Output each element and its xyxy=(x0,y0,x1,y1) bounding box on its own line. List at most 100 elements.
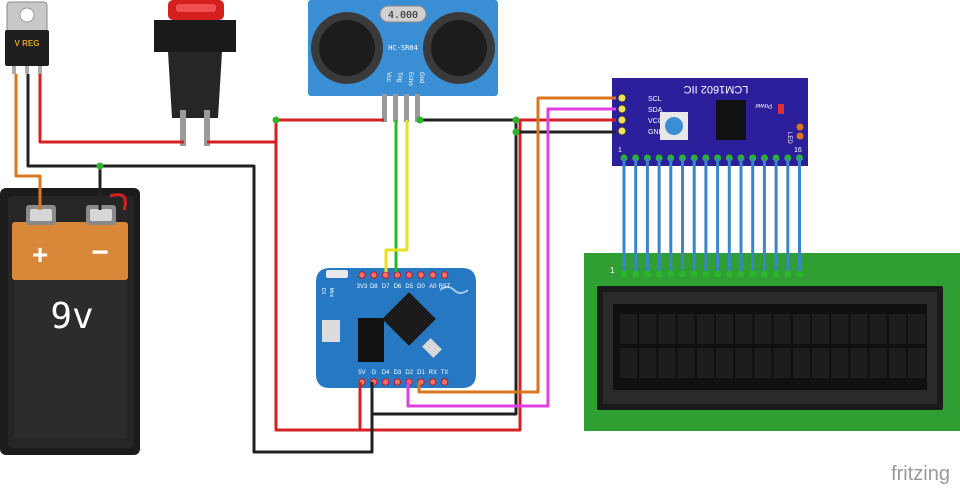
board-bottom-pin-label: D3 xyxy=(394,370,402,376)
board-bottom-pin xyxy=(381,378,390,386)
board-bottom-pin xyxy=(393,378,402,386)
lcd-header-pin xyxy=(690,270,698,278)
lcd-header-pin xyxy=(620,270,628,278)
wire-battery-to-regulator-in xyxy=(14,74,42,210)
wire-power-to-i2c-vcc xyxy=(274,118,616,432)
i2c-header-sda xyxy=(617,104,627,114)
i2c-pin-scl: SCL xyxy=(648,96,662,103)
lcd-header-pin xyxy=(725,270,733,278)
i2c-power-led xyxy=(778,104,784,114)
regulator-label: V REG xyxy=(15,39,40,48)
board-bottom-pin-label: D2 xyxy=(405,370,413,376)
button-base xyxy=(154,20,236,52)
board-bottom-pin-label: D4 xyxy=(382,370,390,376)
lcd-header-pin xyxy=(679,270,686,278)
lcd-char-cell xyxy=(773,314,791,344)
sensor-model-label: HC-SR04 xyxy=(388,44,418,52)
lcd-char-cell xyxy=(888,348,906,378)
i2c-pin-vcc: VCC xyxy=(648,118,663,125)
lcd-char-cell xyxy=(620,348,637,378)
lcd-char-cell xyxy=(754,348,772,378)
lcd-char-cell xyxy=(831,314,849,344)
board-top-pin-label: D5 xyxy=(405,284,413,290)
i2c-title: LCM1602 IIC xyxy=(684,83,749,95)
i2c-backpack: LCM1602 IIC SCL SDA VCC GND Power LED 1 … xyxy=(612,78,808,166)
lcd-char-cell xyxy=(677,314,695,344)
i2c-pin-sda: SDA xyxy=(648,107,663,114)
wire-sensor-echo xyxy=(384,120,409,272)
i2c-header-vcc xyxy=(617,115,627,125)
voltage-regulator: V REG xyxy=(5,1,49,74)
board-top-pin xyxy=(405,271,413,279)
wire-scl xyxy=(417,96,616,394)
lcd-char-cell xyxy=(658,314,676,344)
lcd-header-pin xyxy=(632,270,640,278)
board-top-pin-label: D6 xyxy=(394,284,402,290)
lcd-char-cell xyxy=(754,314,772,344)
wire-ground-to-board xyxy=(28,164,374,454)
lcd-header-pin xyxy=(760,270,768,278)
lcd-header-pin xyxy=(714,270,722,278)
board-chip-main xyxy=(382,292,436,346)
lcd-char-cell xyxy=(908,314,925,344)
sensor-pin-vcc: Vcc xyxy=(385,72,391,82)
lcd-header-pin xyxy=(702,270,710,278)
lcd-header-pin xyxy=(796,270,803,278)
wire-regulator-to-button xyxy=(38,74,184,144)
lcd-char-cell xyxy=(792,314,810,344)
lcd-char-cell xyxy=(677,348,695,378)
lcd-header-pin xyxy=(784,270,792,278)
board-bottom-pin-label: G xyxy=(371,370,376,376)
lcd-header-pin xyxy=(749,270,757,278)
wire-ground-to-sensor xyxy=(417,118,518,132)
wire-ground-to-i2c xyxy=(372,130,616,416)
board-usb-port xyxy=(322,320,340,342)
board-side-text-2: Mini xyxy=(328,288,334,297)
lcd-char-cell xyxy=(735,314,753,344)
lcd-char-cell xyxy=(812,314,829,344)
battery-9v: + − 9v xyxy=(0,188,140,455)
i2c-header-gnd xyxy=(617,126,627,136)
lcd-char-cell xyxy=(620,314,637,344)
sensor-pin-trig: Trig xyxy=(396,72,402,82)
push-button xyxy=(154,0,236,146)
i2c-board xyxy=(612,78,808,166)
lcd-header-pin xyxy=(667,270,675,278)
board-top-pin xyxy=(370,271,378,279)
sensor-pin-gnd: Gnd xyxy=(418,72,424,83)
lcd-char-cell xyxy=(716,348,733,378)
button-body xyxy=(168,52,222,118)
battery-minus-symbol: − xyxy=(91,236,109,269)
board-top-pin xyxy=(440,271,449,279)
i2c-to-lcd-wires xyxy=(620,158,803,278)
board-bottom-pin xyxy=(440,378,449,386)
lcd-char-cell xyxy=(850,314,868,344)
board-top-pin-label: D7 xyxy=(382,284,390,290)
wire-button-to-sensor-vcc xyxy=(207,118,384,144)
board-top-pin xyxy=(417,271,425,279)
fritzing-watermark: fritzing xyxy=(891,463,950,485)
lcd-char-cell xyxy=(639,314,657,344)
lcd-char-cell xyxy=(888,314,906,344)
board-top-pin-label: D8 xyxy=(370,284,378,290)
board-bottom-pin-label: RX xyxy=(429,370,437,376)
board-bottom-pin xyxy=(429,378,437,386)
lcd-char-cell xyxy=(850,348,868,378)
battery-dark-band xyxy=(14,280,126,438)
wire-battery-jumper xyxy=(109,193,127,211)
ultrasonic-sensor: 4.000 HC-SR04 Vcc Trig Echo Gnd xyxy=(308,0,498,122)
lcd-char-cell xyxy=(908,348,925,378)
battery-plus-symbol: + xyxy=(32,239,48,270)
sensor-pin-echo: Echo xyxy=(407,72,413,86)
board-top-pin-label: RST xyxy=(439,284,451,290)
board-top-pin xyxy=(429,271,437,279)
button-lead-right xyxy=(204,110,210,146)
lcd-pin1-label: 1 xyxy=(610,266,615,275)
lcd-char-cell xyxy=(658,348,676,378)
lcd-header-pin xyxy=(655,270,663,278)
board-bottom-pin-label: TX xyxy=(441,370,449,376)
